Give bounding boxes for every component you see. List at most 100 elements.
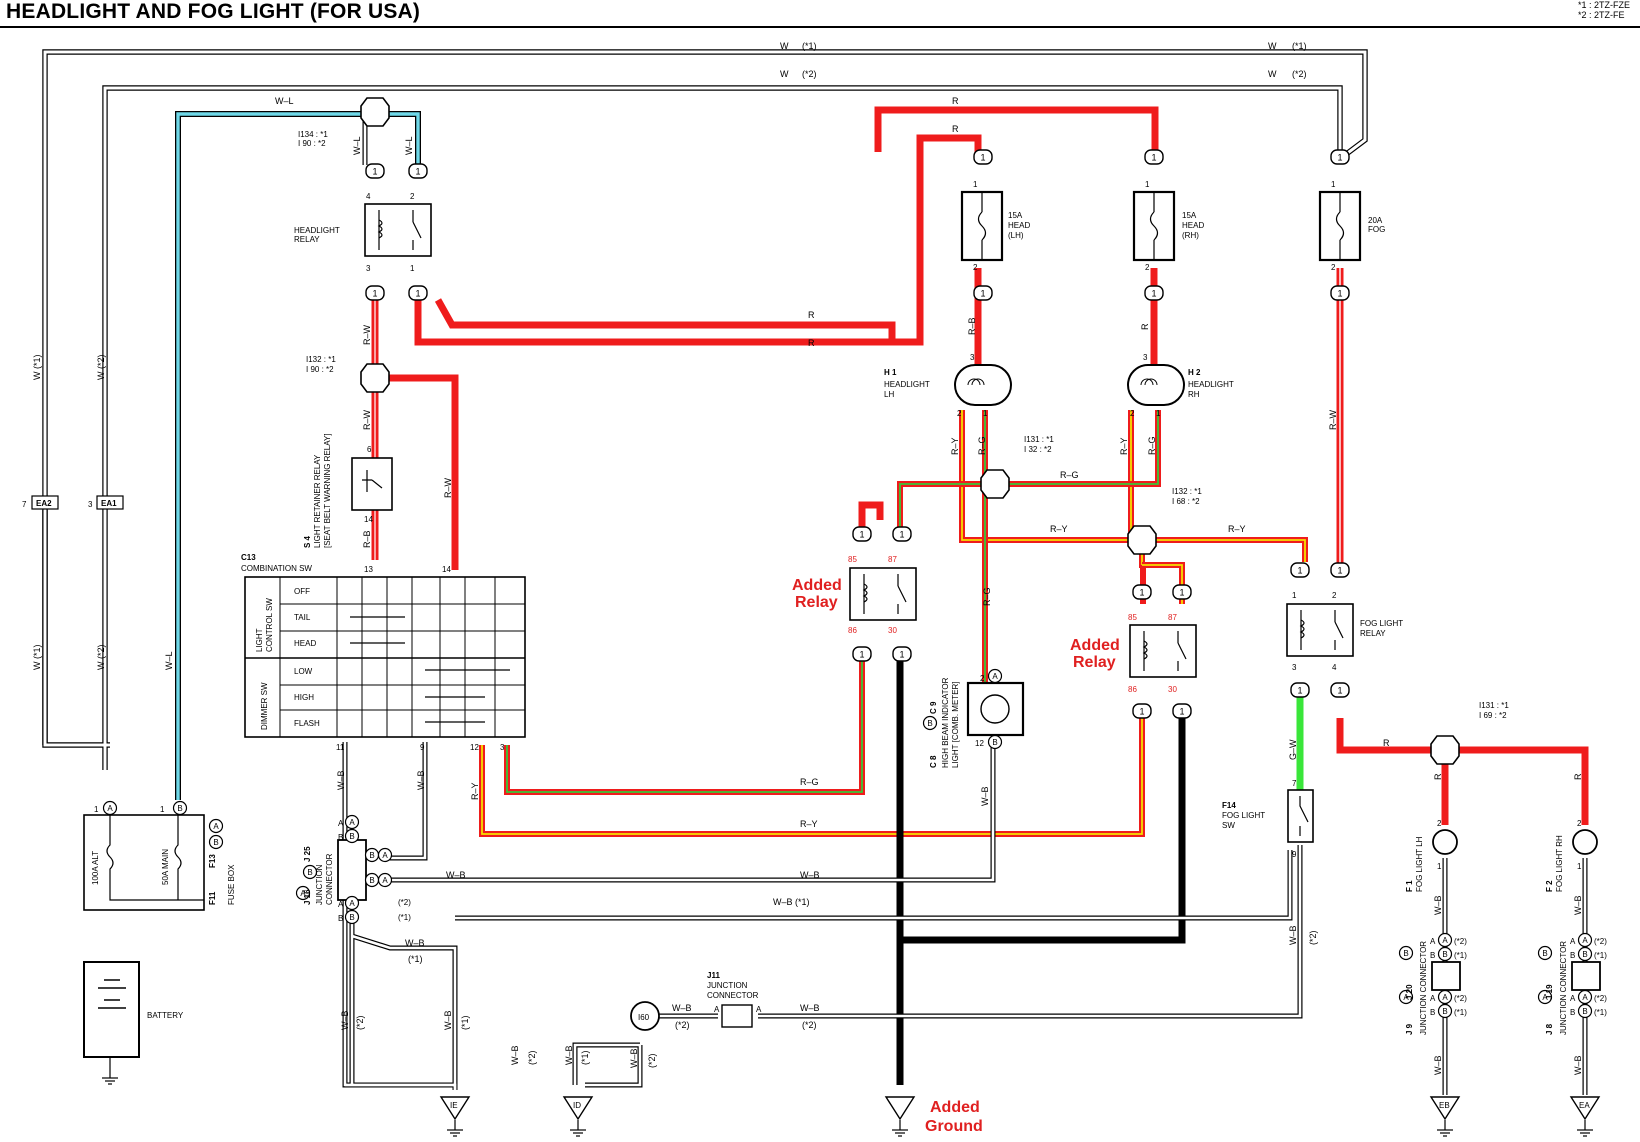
pin: A [1430,937,1436,946]
battery [83,961,140,1068]
label-f13: F13 [208,854,217,868]
label-light-control-2: CONTROL SW [265,598,274,652]
label-j11-3: CONNECTOR [707,991,759,1000]
added-relay-2-label-1: Added [1070,637,1120,654]
ground-id-symbol [569,1119,587,1137]
added-ground-label-2: Ground [925,1118,983,1135]
label-fuse-fog-1: 20A [1368,216,1383,225]
headlight-rh [1127,364,1185,406]
wire-label-w2b-star: (*2) [1292,69,1307,79]
junction-connector-j16 [337,839,367,901]
black-wires [896,655,1186,1085]
label-c13-2: COMBINATION SW [241,564,312,573]
splice-label-i131a: I131 : *1 [1024,435,1054,444]
ground-ea-symbol [1576,1119,1594,1137]
splice-i132 [360,363,390,393]
ground-eb-symbol [1436,1119,1454,1137]
label-c13-1: C13 [241,553,256,562]
fuse-box [83,814,205,911]
pin: 2 [980,674,985,683]
wire-label-s2a: (*2) [675,1020,690,1030]
vlabel-r6: R [1140,323,1150,330]
pin: 1 [94,805,99,814]
wire-label-wb1: W–B [446,870,466,880]
pin: 2 [1331,263,1336,272]
pin: 2 [1577,819,1582,828]
vlabel-wb17: W–B [1433,895,1443,915]
vlabel-wb7: W–B [336,770,346,790]
pin: 2 [973,263,978,272]
pin: 3 [500,743,505,752]
pin: 4 [1332,663,1337,672]
switch-row-high: HIGH [294,693,314,702]
pin: B [1430,951,1435,960]
pin: 11 [336,743,345,752]
vlabel-s2c: (*2) [1308,930,1318,945]
pin: 3 [1292,663,1297,672]
label-j11-1: J11 [707,971,720,980]
label-battery: BATTERY [147,1011,184,1020]
pin: 30 [888,626,897,635]
label-j9-2: JUNCTION CONNECTOR [1419,941,1428,1035]
label-fuse-rh-1: 15A [1182,211,1197,220]
pin: B [1570,951,1575,960]
label-j16-2: JUNCTION [315,864,324,905]
label-light-control-1: LIGHT [255,628,264,652]
legend-line-2: *2 : 2TZ-FE [1577,10,1625,20]
switch-row-low: LOW [294,667,313,676]
splice-label-i132b: I132 : *1 [1172,487,1202,496]
label-c8-3: LIGHT [COMB. METER] [951,681,960,768]
label-j20: J 20 [1405,984,1414,1000]
label-j19: J 19 [1545,984,1554,1000]
label-fuse-box: FUSE BOX [227,864,236,905]
pin: 2 [1437,819,1442,828]
connectors [365,149,1350,719]
switch-row-tail: TAIL [294,613,311,622]
splice-label-i32: I 32 : *2 [1024,445,1052,454]
fog-light-lh [1432,829,1458,855]
splice-i131 [980,469,1010,499]
pin: (*1) [1454,1008,1467,1017]
pin: A [714,1005,720,1014]
wire-label-w1: W [780,41,789,51]
pin: 30 [1168,685,1177,694]
label-fuse-rh-2: HEAD [1182,221,1204,230]
wire-label-w1b-star: (*1) [1292,41,1307,51]
fuse-20a-fog [1318,190,1362,262]
pin: B [1430,1008,1435,1017]
vlabel-r7: R [1433,773,1443,780]
label-f14-1: F14 [1222,801,1236,810]
label-j8: J 8 [1545,1023,1554,1035]
vlabel-wl2: W–L [352,136,362,155]
label-f1-2: FOG LIGHT LH [1415,836,1424,892]
vlabel-wb19: W–B [1573,895,1583,915]
light-retainer-relay [351,457,393,511]
pin: 87 [888,555,897,564]
vlabel-ry6: R–Y [470,782,480,800]
vlabel-wb16: W–B [1433,1055,1443,1075]
vlabel-w2b: W (*2) [96,645,106,671]
pin: B [1570,1008,1575,1017]
pin: (*2) [1454,994,1467,1003]
label-f11: F11 [208,891,217,905]
engine-legend: *1 : 2TZ-FZE *2 : 2TZ-FE [1578,0,1630,20]
fuse-15a-lh [960,190,1004,262]
wire-label-w2b: W [1268,69,1277,79]
pin: (*2) [1594,994,1607,1003]
label-s4-1: S 4 [303,535,312,548]
label-f14-2: FOG LIGHT [1222,811,1265,820]
pin: 1 [1145,180,1150,189]
vlabel-s1c: (*1) [580,1050,590,1065]
label-h1-3: LH [884,390,894,399]
label-fuse-lh-1: 15A [1008,211,1023,220]
splice-label-i134: I134 : *1 [298,130,328,139]
wire-label-rg1: R–G [1060,470,1079,480]
ground-ie-symbol [446,1119,464,1137]
vlabel-rw1: R–W [362,324,372,345]
label-c8: C 8 [929,755,938,768]
pin: 1 [983,409,988,418]
junction-connector-j9 [1431,961,1461,991]
pin: B [338,833,343,842]
switch-row-flash: FLASH [294,719,320,728]
label-j16: J 16 [303,889,312,905]
